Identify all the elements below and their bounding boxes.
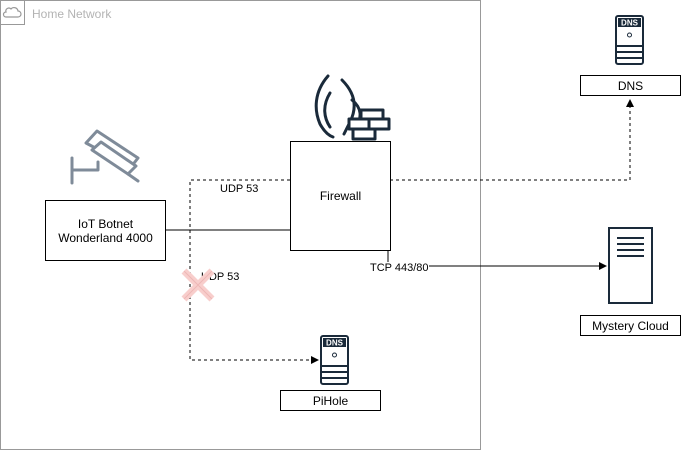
pihole-label: PiHole xyxy=(312,393,349,408)
iot-botnet-node[interactable]: IoT Botnet Wonderland 4000 xyxy=(45,200,166,261)
home-network-label: Home Network xyxy=(32,7,112,21)
firewall-label: Firewall xyxy=(319,189,362,203)
pihole-server-icon: DNS xyxy=(320,335,349,385)
edge-label-udp-top: UDP 53 xyxy=(220,183,259,195)
cloud-icon xyxy=(2,7,22,18)
server-tower-icon xyxy=(608,227,653,304)
group-icon-frame xyxy=(0,0,25,25)
iot-label-line2: Wonderland 4000 xyxy=(58,230,153,245)
iot-label-line1: IoT Botnet xyxy=(77,216,134,231)
home-network-group xyxy=(0,0,481,450)
dns-badge-text: DNS xyxy=(621,19,639,28)
edge-label-tcp: TCP 443/80 xyxy=(370,262,429,274)
dns-node[interactable]: DNS xyxy=(580,75,681,96)
dns-server-icon: DNS xyxy=(615,15,644,65)
security-camera-icon xyxy=(70,129,140,185)
pihole-badge-text: DNS xyxy=(326,339,344,348)
pihole-node[interactable]: PiHole xyxy=(280,390,381,411)
edge-firewall-dns xyxy=(390,99,634,181)
blocked-x-icon xyxy=(181,268,215,302)
mystery-cloud-node[interactable]: Mystery Cloud xyxy=(580,315,681,336)
edge-udp-pihole xyxy=(189,179,319,364)
firewall-node[interactable]: Firewall xyxy=(290,141,391,251)
firewall-icon xyxy=(314,74,391,141)
mystery-cloud-label: Mystery Cloud xyxy=(592,318,669,333)
dns-label: DNS xyxy=(617,78,644,93)
